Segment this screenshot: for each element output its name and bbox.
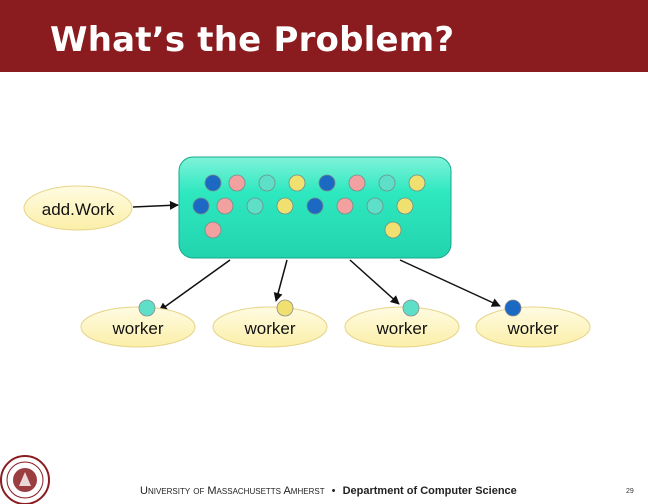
queue-task-row2-2 xyxy=(216,197,234,215)
worker-3-label: worker xyxy=(375,319,427,338)
queue-task-row1-1 xyxy=(204,174,222,192)
queue-task-row3-2 xyxy=(384,221,402,239)
worker-1-task xyxy=(138,299,156,317)
footer: University of Massachusetts Amherst • De… xyxy=(140,485,517,497)
queue-task-row2-6 xyxy=(336,197,354,215)
queue-task-row1-5 xyxy=(318,174,336,192)
queue-task-row1-8 xyxy=(408,174,426,192)
worker-arrow-4 xyxy=(399,259,501,307)
page-number: 29 xyxy=(626,488,634,495)
queue-task-row2-5 xyxy=(306,197,324,215)
worker-2-task xyxy=(276,299,294,317)
queue-task-row2-1 xyxy=(192,197,210,215)
title-bar: What’s the Problem? xyxy=(0,0,648,72)
footer-separator: • xyxy=(331,485,336,497)
footer-university: University of Massachusetts Amherst xyxy=(140,485,325,497)
footer-department: Department of Computer Science xyxy=(342,485,517,497)
worker-arrow-1 xyxy=(158,259,231,312)
worker-4: worker xyxy=(475,299,591,348)
worker-4-task xyxy=(504,299,522,317)
worker-3-task xyxy=(402,299,420,317)
queue-task-row1-2 xyxy=(228,174,246,192)
add-work-label: add.Work xyxy=(42,200,115,219)
queue-task-row3-1 xyxy=(204,221,222,239)
queue-task-row1-6 xyxy=(348,174,366,192)
queue-task-row1-4 xyxy=(288,174,306,192)
worker-arrow-3 xyxy=(349,259,400,305)
add-work-oval xyxy=(23,185,133,231)
queue-task-row1-7 xyxy=(378,174,396,192)
slide-title: What’s the Problem? xyxy=(50,20,455,60)
worker-arrow-2 xyxy=(273,259,288,302)
queue-task-row2-4 xyxy=(276,197,294,215)
queue-task-row2-8 xyxy=(396,197,414,215)
queue-task-row1-3 xyxy=(258,174,276,192)
umass-seal-icon xyxy=(0,455,50,504)
worker-1: worker xyxy=(80,299,196,348)
worker-1-label: worker xyxy=(111,319,163,338)
worker-2-label: worker xyxy=(243,319,295,338)
queue-task-row2-7 xyxy=(366,197,384,215)
worker-3: worker xyxy=(344,299,460,348)
add-work-arrow xyxy=(132,200,179,210)
worker-2: worker xyxy=(212,299,328,348)
worker-4-label: worker xyxy=(506,319,558,338)
queue-task-row2-3 xyxy=(246,197,264,215)
